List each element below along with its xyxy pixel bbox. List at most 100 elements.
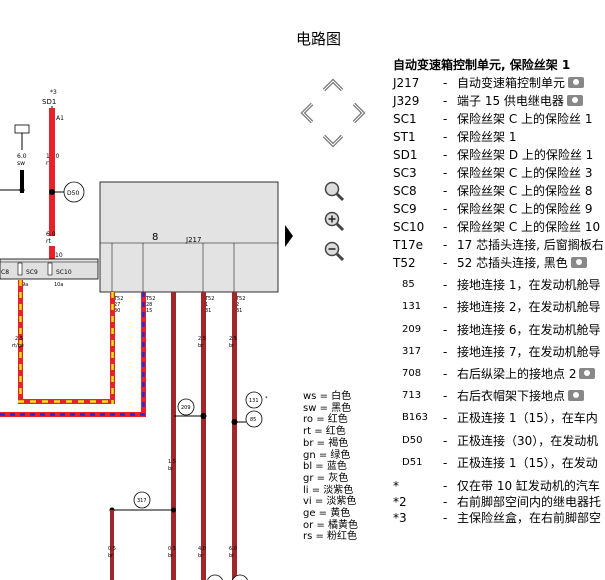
camera-icon[interactable] bbox=[579, 368, 596, 379]
legend-item-desc: 17 芯插头连接, 后窗搁板右 bbox=[457, 238, 604, 252]
legend-item: 708-右后纵梁上的接地点 2 bbox=[393, 365, 596, 382]
camera-icon[interactable] bbox=[568, 77, 585, 88]
g40-label: 4.0 bbox=[198, 546, 206, 552]
legend-item-desc: 保险丝架 C 上的保险丝 8 bbox=[457, 184, 593, 198]
camera-icon[interactable] bbox=[568, 390, 585, 401]
color-legend-item: or = 橘黄色 bbox=[303, 519, 358, 531]
legend-item-code: 708 bbox=[402, 368, 422, 379]
legend-item-code: *3 bbox=[393, 510, 407, 525]
legend-item: SC9-保险丝架 C 上的保险丝 9 bbox=[393, 200, 592, 217]
legend-item: SC3 -保险丝架 C 上的保险丝 3 bbox=[393, 164, 592, 181]
legend-item-code: SC10 bbox=[393, 219, 425, 234]
legend-item: 85-接地连接 1，在发动机舱导 bbox=[393, 276, 600, 293]
g05a-color: br bbox=[108, 553, 114, 559]
legend-item: 131-接地连接 2，在发动机舱导 bbox=[393, 298, 600, 315]
legend-item: J217-自动变速箱控制单元 bbox=[393, 74, 585, 91]
legend-item-desc: 接地连接 6，在发动机舱导 bbox=[457, 323, 601, 337]
pan-right-icon[interactable] bbox=[352, 102, 366, 124]
g60-color: br bbox=[229, 553, 235, 559]
legend-item-desc: 正极连接 1（15），在发动 bbox=[457, 456, 598, 470]
fuse-top-label: *3 bbox=[50, 89, 57, 96]
wire-rt bbox=[49, 136, 55, 236]
legend-item-dash: - bbox=[443, 237, 448, 252]
zoom-reset-icon[interactable] bbox=[323, 180, 345, 202]
j217-symbol: 8 bbox=[152, 232, 158, 243]
pan-down-icon[interactable] bbox=[322, 134, 344, 148]
legend-item-dash: - bbox=[443, 255, 448, 270]
legend-item-dash: - bbox=[443, 93, 448, 108]
pan-left-icon[interactable] bbox=[300, 102, 314, 124]
legend-item-desc: 保险丝架 C 上的保险丝 10 bbox=[457, 220, 601, 234]
legend-item-desc: 保险丝架 D 上的保险丝 1 bbox=[457, 148, 594, 162]
t52-pin-28-n: 15 bbox=[146, 308, 152, 314]
legend-item-code: 713 bbox=[402, 390, 422, 401]
legend-item-dash: - bbox=[443, 111, 448, 126]
zoom-in-icon[interactable] bbox=[323, 210, 345, 232]
legend-item-dash: - bbox=[443, 366, 448, 381]
t52-pin-1-p: 1 bbox=[205, 302, 208, 308]
camera-icon[interactable] bbox=[570, 257, 587, 268]
legend-item-dash: - bbox=[443, 388, 448, 403]
legend-item-code: D51 bbox=[402, 457, 423, 468]
legend-item-code: 209 bbox=[402, 324, 422, 335]
color-legend-item: sw = 黑色 bbox=[303, 402, 352, 414]
sw-color: sw bbox=[17, 160, 25, 167]
legend-item-dash: - bbox=[443, 165, 448, 180]
t52-pin-1-n: 31 bbox=[205, 308, 211, 314]
legend-item-desc: 保险丝架 C 上的保险丝 9 bbox=[457, 202, 593, 216]
legend-item: 209 -接地连接 6，在发动机舱导 bbox=[393, 321, 600, 338]
j217-box bbox=[99, 181, 279, 293]
node-317 bbox=[133, 491, 151, 509]
legend-item-dash: - bbox=[443, 183, 448, 198]
legend-item-dash: - bbox=[443, 494, 448, 509]
legend-item-desc: 主保险丝盒，在右前脚部空 bbox=[457, 511, 602, 525]
legend-item-desc: 仅在带 10 缸发动机的汽车 bbox=[457, 479, 600, 493]
fuse-sd1 bbox=[49, 108, 55, 136]
page-title: 电路图 bbox=[296, 30, 342, 48]
panel-toggle-icon[interactable] bbox=[284, 224, 294, 248]
fuse-sd1-label: SD1 bbox=[42, 98, 56, 106]
legend-item: *-仅在带 10 缸发动机的汽车 bbox=[393, 477, 600, 494]
legend-item-dash: - bbox=[443, 344, 448, 359]
g05a-label: 0.5 bbox=[108, 546, 116, 552]
color-legend-item: rs = 粉红色 bbox=[303, 531, 358, 543]
legend-item-code: 85 bbox=[402, 279, 415, 290]
d50-label: D50 bbox=[67, 190, 79, 197]
legend-item: SC10-保险丝架 C 上的保险丝 10 bbox=[393, 218, 600, 235]
sc8-label: C8 bbox=[1, 269, 9, 276]
t52-pin-2-p: 2 bbox=[236, 302, 239, 308]
legend-item: SC1-保险丝架 C 上的保险丝 1 bbox=[393, 110, 592, 127]
legend-item-code: SC3 bbox=[393, 165, 417, 180]
t52-pin-1-t: T52 bbox=[204, 296, 214, 302]
t52-pin-28-t: T52 bbox=[145, 296, 155, 302]
legend-item-desc: 右后衣帽架下接地点 bbox=[457, 389, 566, 403]
color-legend-item: rt = 红色 bbox=[303, 426, 346, 438]
g15-label: 1.5 bbox=[168, 459, 176, 465]
camera-icon[interactable] bbox=[566, 95, 583, 106]
relay-box bbox=[14, 124, 30, 134]
legend-item-desc: 正极连接（30），在发动机 bbox=[457, 434, 599, 448]
legend-item-code: SC9 bbox=[393, 201, 417, 216]
legend-item: 317-接地连接 7，在发动机舱导 bbox=[393, 343, 600, 360]
node-317-label: 317 bbox=[137, 498, 147, 504]
legend-item-desc: 保险丝架 C 上的保险丝 3 bbox=[457, 166, 593, 180]
sc10-label: SC10 bbox=[56, 269, 72, 276]
color-legend-item: ge = 黄色 bbox=[303, 508, 351, 520]
node-85-label: 85 bbox=[250, 417, 256, 423]
legend-item-desc: 正极连接 1（15），在车内 bbox=[457, 411, 598, 425]
wire-color-legend: ws = 白色 sw = 黑色 ro = 红色 rt = 红色 br = 褐色 … bbox=[303, 391, 358, 543]
node-131 bbox=[245, 391, 263, 409]
t52-pin-27-p: 27 bbox=[114, 302, 120, 308]
br1-color: br bbox=[198, 343, 204, 349]
zoom-out-icon[interactable] bbox=[323, 240, 345, 262]
legend-item-code: SC1 bbox=[393, 111, 417, 126]
pan-up-icon[interactable] bbox=[322, 78, 344, 92]
legend-item-code: SD1 bbox=[393, 147, 418, 162]
legend-item: *3-主保险丝盒，在右前脚部空 bbox=[393, 509, 601, 526]
legend-item-dash: - bbox=[443, 478, 448, 493]
legend-item-dash: - bbox=[443, 322, 448, 337]
legend-item: SD1-保险丝架 D 上的保险丝 1 bbox=[393, 146, 593, 163]
legend-item: T17e-17 芯插头连接, 后窗搁板右 bbox=[393, 236, 604, 253]
legend-item-dash: - bbox=[443, 75, 448, 90]
